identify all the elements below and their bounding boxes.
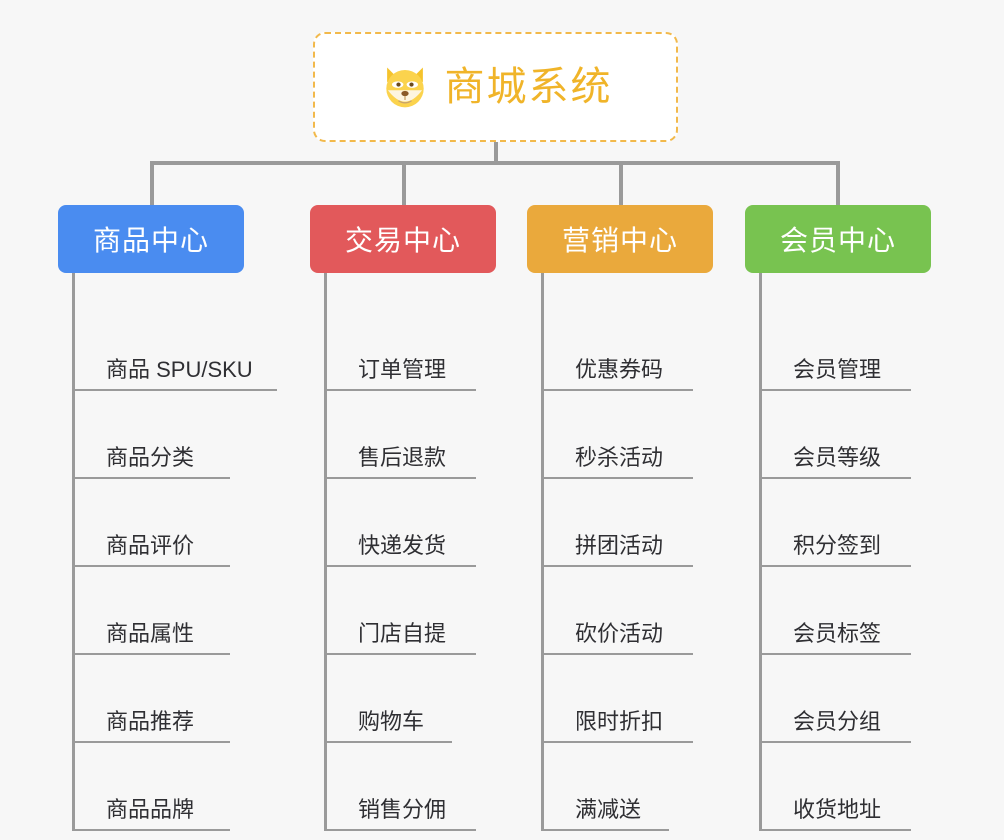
branch-item-label: 会员管理 bbox=[793, 356, 882, 382]
category-box-trade[interactable]: 交易中心 bbox=[310, 205, 496, 273]
branch-item-underline bbox=[324, 389, 476, 391]
connector-horizontal-bus bbox=[150, 161, 840, 165]
branch-item-label: 购物车 bbox=[358, 708, 425, 734]
branch-item-underline bbox=[541, 829, 669, 831]
connector-drop-4 bbox=[836, 161, 840, 205]
branch-item-label: 会员标签 bbox=[793, 620, 882, 646]
category-box-member[interactable]: 会员中心 bbox=[745, 205, 931, 273]
category-label-marketing: 营销中心 bbox=[561, 225, 678, 256]
branch-item-underline bbox=[324, 829, 476, 831]
branch-item-underline bbox=[541, 741, 693, 743]
branch-item-label: 收货地址 bbox=[793, 796, 882, 822]
branch-item-underline bbox=[72, 565, 230, 567]
branch-item-underline bbox=[541, 565, 693, 567]
branch-stem bbox=[72, 273, 75, 305]
connector-drop-2 bbox=[402, 161, 406, 205]
branch-item-label: 销售分佣 bbox=[358, 796, 447, 822]
branch-item-label: 商品品牌 bbox=[106, 796, 195, 822]
branch-item-underline bbox=[324, 653, 476, 655]
branch-item-underline bbox=[72, 389, 277, 391]
branch-stem bbox=[541, 273, 544, 305]
branch-stem bbox=[324, 273, 327, 305]
branch-item-label: 积分签到 bbox=[793, 532, 882, 558]
branch-item-underline bbox=[541, 653, 693, 655]
category-label-product: 商品中心 bbox=[92, 225, 209, 256]
branch-item-label: 满减送 bbox=[575, 796, 642, 822]
branch-item-underline bbox=[72, 653, 230, 655]
branch-trunk-line bbox=[324, 303, 327, 831]
branch-item-underline bbox=[759, 477, 911, 479]
branch-item-label: 售后退款 bbox=[358, 444, 447, 470]
branch-item-label: 优惠券码 bbox=[575, 356, 664, 382]
branch-item-label: 砍价活动 bbox=[575, 620, 664, 646]
branch-item-label: 商品 SPU/SKU bbox=[106, 356, 253, 382]
branch-item-label: 订单管理 bbox=[358, 356, 447, 382]
branch-item-underline bbox=[324, 477, 476, 479]
branch-item-label: 限时折扣 bbox=[575, 708, 664, 734]
connector-drop-3 bbox=[619, 161, 623, 205]
branch-item-label: 会员等级 bbox=[793, 444, 882, 470]
branch-item-underline bbox=[541, 477, 693, 479]
connector-root-stem bbox=[494, 142, 498, 164]
dog-face-emoji bbox=[379, 61, 431, 113]
branch-item-label: 会员分组 bbox=[793, 708, 882, 734]
root-node[interactable]: 商城系统 bbox=[313, 32, 678, 142]
branch-item-underline bbox=[72, 477, 230, 479]
branch-item-label: 秒杀活动 bbox=[575, 444, 664, 470]
branch-item-underline bbox=[324, 565, 476, 567]
category-label-trade: 交易中心 bbox=[344, 225, 461, 256]
branch-stem bbox=[759, 273, 762, 305]
branch-item-underline bbox=[759, 829, 911, 831]
branch-item-label: 商品评价 bbox=[106, 532, 195, 558]
branch-item-underline bbox=[759, 653, 911, 655]
branch-item-underline bbox=[759, 741, 911, 743]
branch-item-label: 商品推荐 bbox=[106, 708, 195, 734]
branch-trunk-line bbox=[72, 303, 75, 831]
branch-item-label: 商品分类 bbox=[106, 444, 195, 470]
branch-item-underline bbox=[759, 389, 911, 391]
branch-item-underline bbox=[541, 389, 693, 391]
branch-trunk-line bbox=[541, 303, 544, 831]
branch-item-underline bbox=[72, 829, 230, 831]
branch-item-label: 门店自提 bbox=[358, 620, 447, 646]
branch-item-label: 快递发货 bbox=[358, 532, 447, 558]
connector-drop-1 bbox=[150, 161, 154, 205]
category-box-product[interactable]: 商品中心 bbox=[58, 205, 244, 273]
branch-item-label: 拼团活动 bbox=[575, 532, 664, 558]
category-label-member: 会员中心 bbox=[779, 225, 896, 256]
branch-item-label: 商品属性 bbox=[106, 620, 195, 646]
branch-item-underline bbox=[324, 741, 452, 743]
root-title: 商城系统 bbox=[444, 65, 613, 109]
branch-item-underline bbox=[72, 741, 230, 743]
category-box-marketing[interactable]: 营销中心 bbox=[527, 205, 713, 273]
branch-item-underline bbox=[759, 565, 911, 567]
branch-trunk-line bbox=[759, 303, 762, 831]
